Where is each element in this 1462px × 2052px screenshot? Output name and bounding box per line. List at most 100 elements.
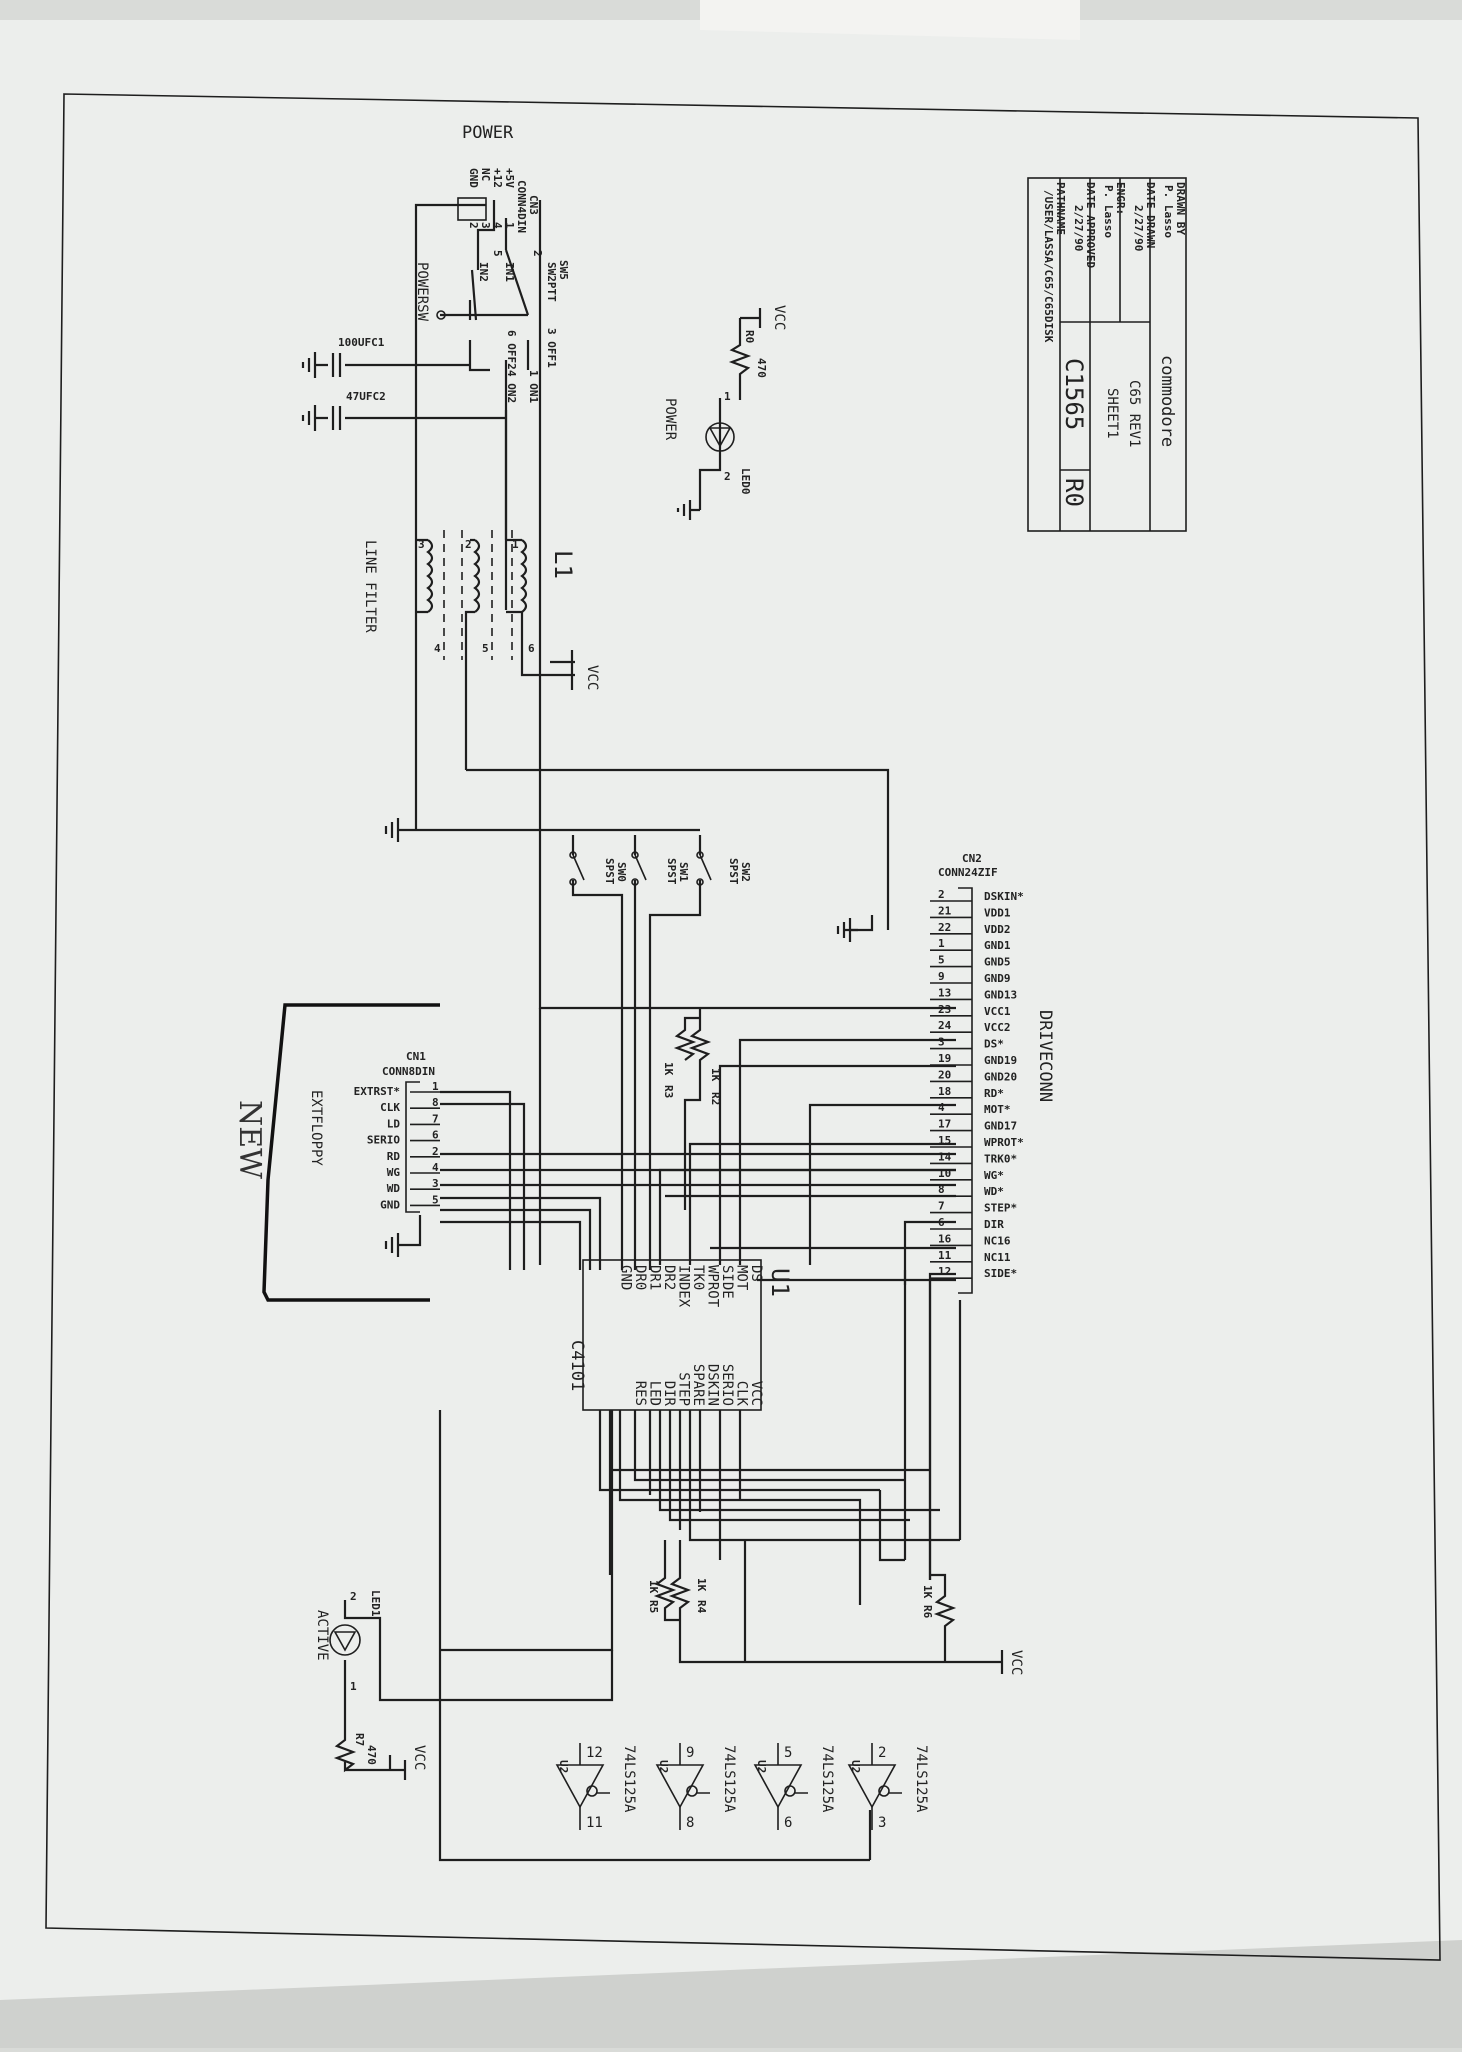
sw2-type: SPST [727,858,740,885]
filter-label: LINE FILTER [362,540,378,633]
r2-r3-resistors [673,1016,712,1210]
buffer-leads [679,1743,710,1830]
enable-bubble-icon [586,1785,598,1797]
date-approved-label: DATE APPROVED [1084,182,1097,268]
title-block: DRAWN BY P. Lasso DATE DRAWN 2/27/90 ENG… [1027,177,1187,532]
led-pin: 2 [724,470,731,483]
part-number: C1565 [1060,358,1088,430]
drawn-by-label: DRAWN BY [1174,182,1187,235]
buffer-part: 74LS125A [621,1745,637,1813]
cn2-pin-number: 16 [938,1232,952,1245]
cn1-pin-number: 5 [432,1193,439,1206]
sw0-ref: SW0 [615,862,628,882]
u1-pin-label: DS [748,1265,764,1282]
switch-pin: 3 OFF1 [545,328,558,368]
buffer-ref: U2 [849,1760,862,1773]
r7-ref: R7 [353,1733,366,1746]
buffer-leads [579,1743,610,1830]
power-switch-part: SW2PTT [545,262,558,302]
enable-bubble-icon [878,1785,890,1797]
spst-switches: SW0 SPST SW1 SPST SW2 SPST [569,835,874,1270]
cn2-pin-name: GND19 [984,1054,1017,1067]
date-drawn-value: 2/27/90 [1132,205,1145,251]
cn2-pin-number: 17 [938,1118,951,1131]
filter-pin: 6 [528,642,535,655]
cn2-pin-number: 20 [938,1068,951,1081]
cn3-pin-label: +12 [491,168,504,188]
u1-pin-label: RES [632,1381,648,1406]
cn3-pin-number: 3 [479,222,492,229]
led-pin: 1 [350,1680,357,1693]
active-led-section: 2 1 LED1 ACTIVE 470 R7 VCC [314,1590,614,1780]
pathname-value: /USER/LASSA/C65/C65DISK [1042,190,1055,343]
u1-pin-label: TK0 [690,1265,706,1290]
filter-pin: 2 [465,538,472,551]
date-drawn-label: DATE DRAWN [1144,182,1157,248]
cn2-pin-number: 8 [938,1183,945,1196]
cn2-pin-name: WD* [984,1185,1004,1198]
cn1-pin-number: 4 [432,1161,439,1174]
power-title: POWER [462,123,514,143]
sheet-number: SHEET1 [1104,388,1120,439]
engr-value: P. Lasso [1102,185,1115,238]
u1-pin-label: DR0 [632,1265,648,1290]
u1-part: C4101 [567,1340,587,1391]
cn1-pin-name: WD [387,1182,401,1195]
cn1-pin-name: CLK [380,1101,400,1114]
cn2-pin-number: 1 [938,937,945,950]
switch-pin: 6 OFF2 [505,330,518,370]
cn2-pin-name: TRK0* [984,1152,1017,1165]
ground-symbol [384,818,416,842]
cn3-pin-label: +5V [503,168,516,188]
sw0-type: SPST [603,858,616,885]
cn2-pin-number: 2 [938,888,945,901]
buffer-input-pin: 5 [784,1745,792,1761]
cn2-pin-name: GND5 [984,956,1011,969]
r5-ref: R5 [647,1600,660,1613]
cn2-pin-name: VCC2 [984,1021,1011,1034]
power-led-vcc: VCC [771,305,787,330]
led0-ref: LED0 [739,468,752,495]
cn3-ref: CN3 [527,195,540,215]
ext-floppy-wires [440,1090,956,1270]
filter-pin: 5 [482,642,489,655]
drawn-by-value: P. Lasso [1162,185,1175,238]
cn2-title: DRIVECONN [1035,1010,1055,1102]
company-name: commodore [1157,355,1177,447]
cn1-pin-number: 6 [432,1129,439,1142]
revision: R0 [1060,478,1088,507]
r0-value: 470 [755,358,768,378]
cn1-pin-number: 2 [432,1145,439,1158]
switch-pin: IN2 [477,262,490,282]
switch-pin: 4 ON2 [505,370,518,403]
buffer-output-pin: 6 [784,1815,792,1831]
capacitor-c2-label: 47UFC2 [346,390,386,403]
cn2-pin-name: VCC1 [984,1005,1011,1018]
power-switch-label: POWERSW [414,262,430,322]
filter-ref: L1 [549,550,577,579]
cn3-pin-number: 1 [503,222,516,229]
u1-pin-label: GND [618,1265,634,1290]
r3-value: 1K [662,1062,675,1076]
engr-label: ENGR: [1114,182,1127,215]
power-led-label: POWER [662,398,678,441]
power-led-wiring [676,308,762,520]
cn1-pin-name: EXTRST* [354,1085,400,1098]
line-filter-l1: L1 LINE FILTER 1 6 2 5 3 4 [362,410,577,770]
u1-pin-label: INDEX [676,1265,692,1308]
power-switch-wiring [414,200,530,830]
buffer-ref: U2 [557,1760,570,1773]
cn2-pin-number: 7 [938,1200,945,1213]
filter-pin: 3 [418,538,425,551]
cn2-pin-name: GND17 [984,1120,1017,1133]
u1-chip: U1 C4101 DSMOTSIDEWPROTTK0INDEXDR2DR1DR0… [567,1259,794,1411]
buffer-part: 74LS125A [913,1745,929,1813]
u1-pin-label: WPROT [705,1265,721,1308]
cn2-pin-name: NC16 [984,1234,1011,1247]
u1-pin-label: DIR [661,1381,677,1407]
